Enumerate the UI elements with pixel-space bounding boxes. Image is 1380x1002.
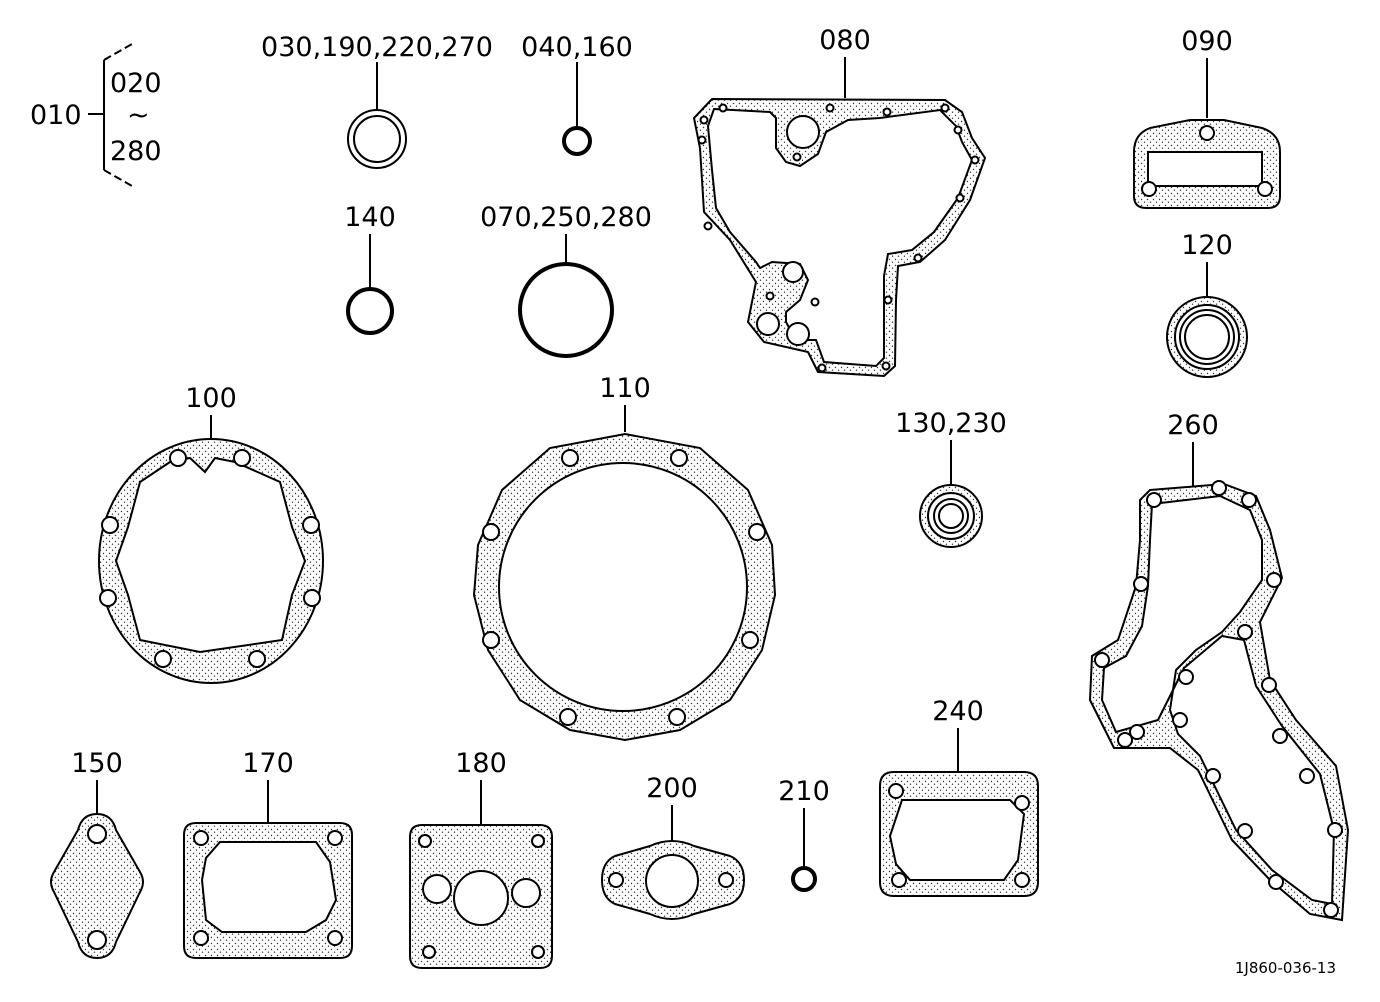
part-label: 130,230 [895, 408, 1007, 439]
part-170-cover-gasket: 170 [183, 748, 353, 959]
part-210-o-ring: 210 [778, 776, 830, 892]
part-090-gasket: 090 [1133, 26, 1281, 209]
part-label: 260 [1167, 410, 1219, 441]
part-140-o-ring: 140 [344, 202, 396, 335]
part-label: 040,160 [521, 32, 633, 63]
set-range-end: 280 [110, 136, 162, 167]
part-label: 070,250,280 [480, 202, 652, 233]
drawing-number: 1J860-036-13 [1235, 959, 1336, 977]
part-label: 100 [185, 383, 237, 414]
part-label: 210 [778, 776, 830, 807]
part-240-cover-gasket: 240 [879, 696, 1039, 897]
part-label: 180 [455, 748, 507, 779]
part-030-seal-ring: 030,190,220,270 [261, 32, 493, 169]
set-bracket-010: 010 020 ~ 280 [30, 43, 162, 187]
part-150-flange-gasket: 150 [50, 748, 144, 960]
set-range-mark: ~ [127, 100, 150, 131]
set-range-start: 020 [110, 68, 162, 99]
part-label: 110 [599, 373, 651, 404]
part-110-housing-gasket: 110 [472, 373, 777, 742]
part-label: 140 [344, 202, 396, 233]
part-label: 200 [646, 773, 698, 804]
set-label: 010 [30, 100, 82, 131]
part-label: 030,190,220,270 [261, 32, 493, 63]
part-label: 240 [932, 696, 984, 727]
part-label: 150 [71, 748, 123, 779]
part-120-oil-seal: 120 [1166, 230, 1248, 378]
part-130-oil-seal: 130,230 [895, 408, 1007, 548]
part-label: 090 [1181, 26, 1233, 57]
part-180-plate-gasket: 180 [409, 748, 553, 969]
part-260-water-pump-gasket: 260 [1088, 410, 1350, 922]
part-label: 120 [1181, 230, 1233, 261]
part-200-flange-gasket: 200 [600, 773, 746, 920]
part-080-gear-case-gasket: 080 [692, 25, 987, 378]
part-label: 080 [819, 25, 871, 56]
part-040-o-ring: 040,160 [521, 32, 633, 156]
part-100-ring-gasket: 100 [97, 383, 325, 684]
part-label: 170 [242, 748, 294, 779]
part-070-o-ring: 070,250,280 [480, 202, 652, 358]
